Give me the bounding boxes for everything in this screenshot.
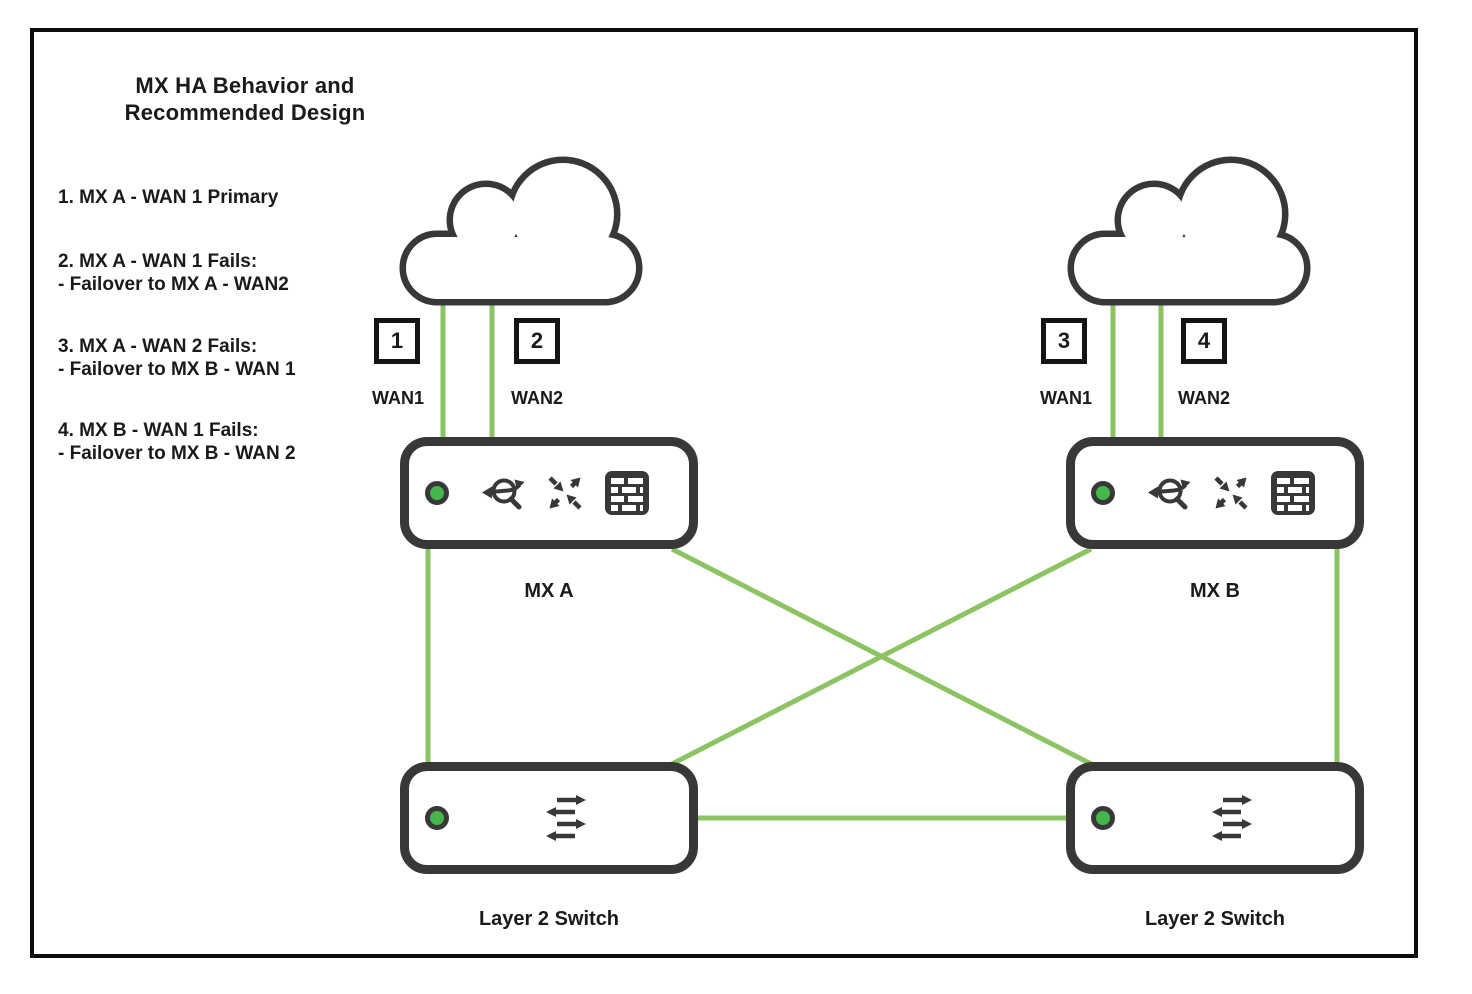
- legend-item-1-line1: 1. MX A - WAN 1 Primary: [58, 187, 279, 208]
- step-box-3: 3: [1041, 318, 1087, 364]
- page-title-line2: Recommended Design: [124, 100, 366, 125]
- wan2-label-site-a: WAN2: [510, 388, 563, 408]
- legend-item-3: 3. MX A - WAN 2 Fails: - Failover to MX …: [58, 335, 398, 381]
- page-title: MX HA Behavior and Recommended Design: [85, 72, 405, 126]
- legend-item-3-line2: - Failover to MX B - WAN 1: [58, 359, 296, 380]
- legend-item-3-line1: 3. MX A - WAN 2 Fails:: [58, 336, 258, 357]
- legend-item-4-line2: - Failover to MX B - WAN 2: [58, 443, 296, 464]
- traffic-cross-arrows-icon: [1214, 476, 1248, 510]
- legend-item-4: 4. MX B - WAN 1 Fails: - Failover to MX …: [58, 419, 398, 465]
- mx-b-label: MX B: [1190, 580, 1240, 602]
- legend-item-4-line1: 4. MX B - WAN 1 Fails:: [58, 420, 259, 441]
- legend-item-2-line1: 2. MX A - WAN 1 Fails:: [58, 251, 258, 272]
- step-box-3-number: 3: [1057, 328, 1071, 353]
- switch-a-icons: [449, 793, 683, 843]
- status-led-icon: [1091, 481, 1115, 505]
- status-led-icon: [1091, 806, 1115, 830]
- legend-item-1: 1. MX A - WAN 1 Primary: [58, 186, 398, 209]
- step-box-2: 2: [514, 318, 560, 364]
- layer2-switch-b-node: [1066, 762, 1364, 874]
- layer2-switch-b-label: Layer 2 Switch: [1144, 908, 1286, 930]
- wan1-label-site-b: WAN1: [1039, 388, 1092, 408]
- legend-item-2: 2. MX A - WAN 1 Fails: - Failover to MX …: [58, 250, 398, 296]
- step-box-2-number: 2: [530, 328, 544, 353]
- firewall-icon: [605, 471, 649, 515]
- switch-b-icons: [1115, 793, 1349, 843]
- layer2-switch-a-label: Layer 2 Switch: [478, 908, 620, 930]
- mx-a-icons: [449, 469, 683, 517]
- legend-item-2-line2: - Failover to MX A - WAN2: [58, 274, 289, 295]
- mx-a-label: MX A: [524, 580, 574, 602]
- switch-arrows-icon: [1212, 795, 1252, 841]
- wan2-label-site-b: WAN2: [1177, 388, 1230, 408]
- traffic-cross-arrows-icon: [548, 476, 582, 510]
- wan1-label-site-a: WAN1: [371, 388, 424, 408]
- page-title-line1: MX HA Behavior and: [135, 73, 355, 98]
- security-inspection-icon: [482, 478, 525, 510]
- security-inspection-icon: [1148, 478, 1191, 510]
- step-box-4-number: 4: [1197, 328, 1211, 353]
- layer2-switch-a-node: [400, 762, 698, 874]
- firewall-icon: [1271, 471, 1315, 515]
- mx-b-device-node: [1066, 437, 1364, 549]
- status-led-icon: [425, 806, 449, 830]
- mx-a-device-node: [400, 437, 698, 549]
- mx-b-icons: [1115, 469, 1349, 517]
- step-box-1: 1: [374, 318, 420, 364]
- status-led-icon: [425, 481, 449, 505]
- step-box-4: 4: [1181, 318, 1227, 364]
- switch-arrows-icon: [546, 795, 586, 841]
- step-box-1-number: 1: [390, 328, 404, 353]
